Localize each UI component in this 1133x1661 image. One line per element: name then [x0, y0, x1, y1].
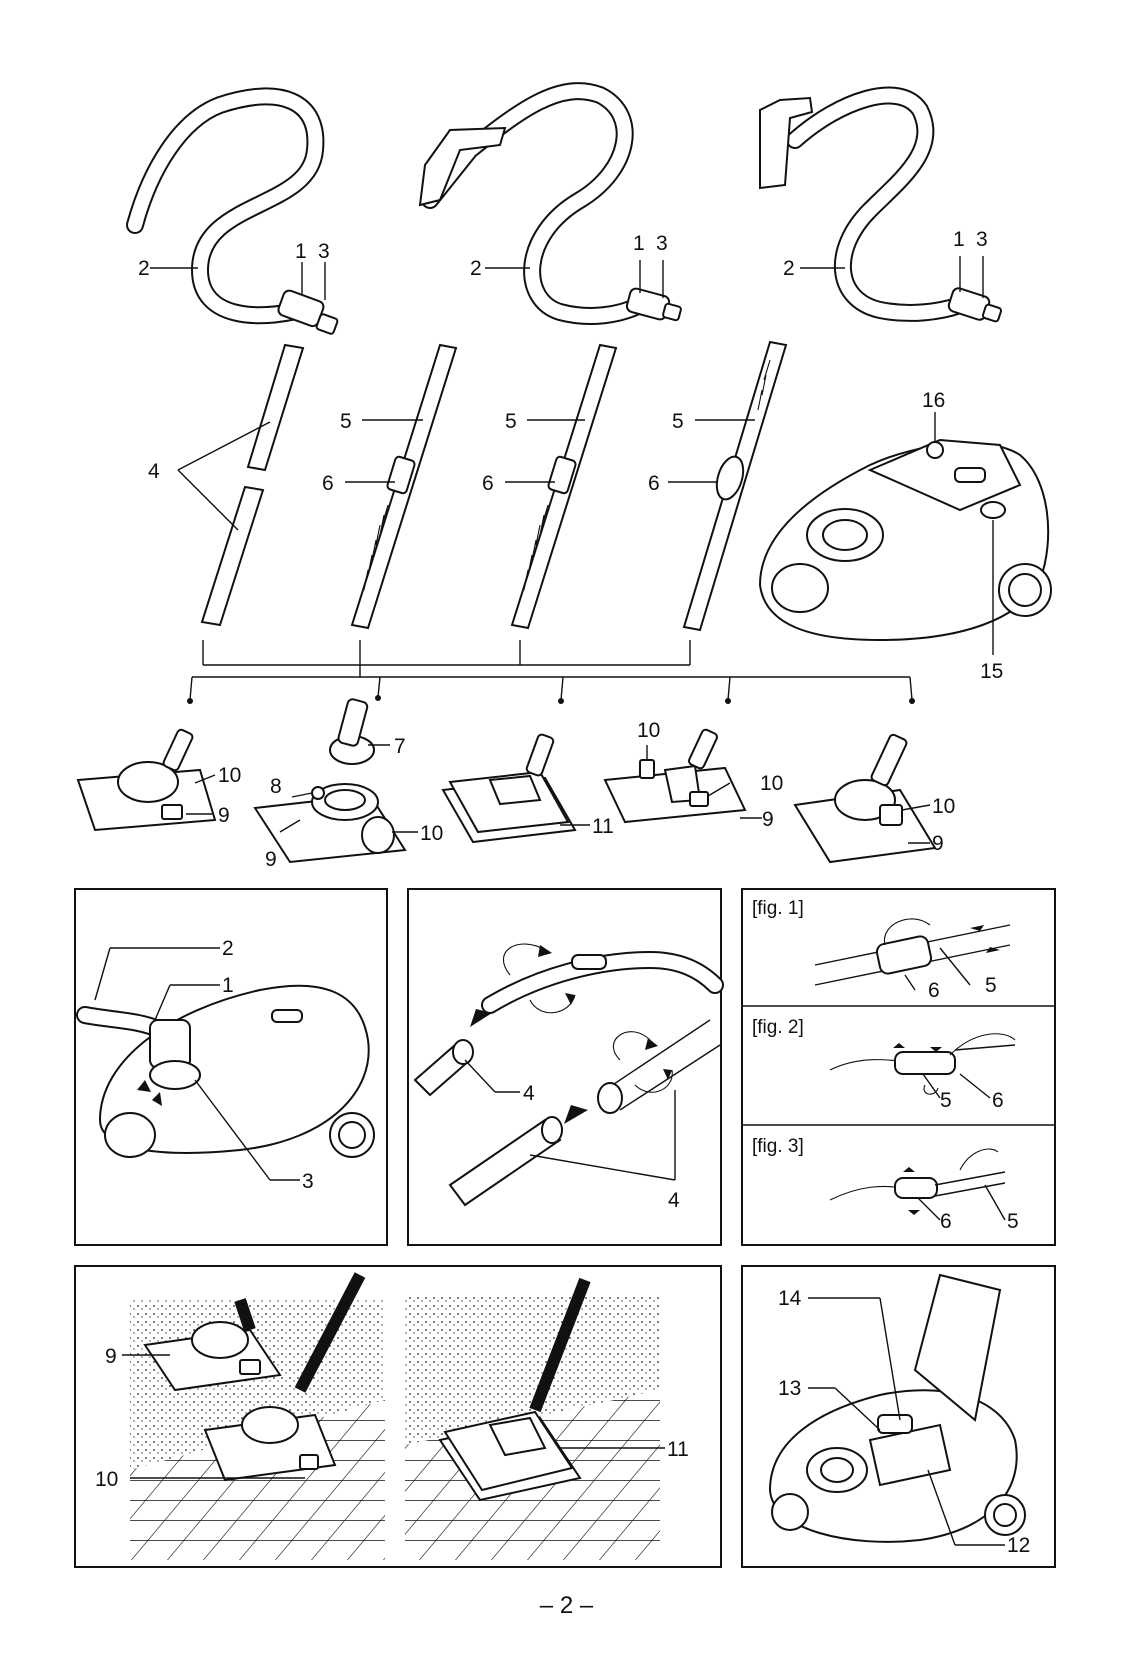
callout-1-hose-a: 1: [295, 240, 307, 263]
callout-11-panel-d: 11: [667, 1438, 689, 1461]
callout-6-fig-1: 6: [928, 979, 940, 1002]
callout-1-hose-c: 1: [953, 228, 965, 251]
callout-2-panel-a: 2: [222, 937, 234, 960]
fig-1-label: [fig. 1]: [752, 898, 804, 919]
callout-6-tube-3: 6: [648, 472, 660, 495]
fig-3-illustration: [830, 1149, 1005, 1220]
tube-telescopic-2: [505, 345, 616, 628]
callout-1-hose-b: 1: [633, 232, 645, 255]
callout-10-nozzle-2: 10: [420, 822, 443, 845]
callout-10-nozzle-1: 10: [218, 764, 241, 787]
callout-5-fig-1: 5: [985, 974, 997, 997]
callout-6-fig-3: 6: [940, 1210, 952, 1233]
fig-2-illustration: [830, 1034, 1015, 1098]
carpet-and-hard-floor-right: [405, 1280, 665, 1560]
callout-11-nozzle-3: 11: [592, 815, 614, 838]
floor-nozzle-4: [605, 728, 762, 822]
tube-to-nozzle-connectors: [187, 640, 915, 704]
callout-6-tube-2: 6: [482, 472, 494, 495]
callout-4-panel-b-upper: 4: [523, 1082, 535, 1105]
callout-8-nozzle-2: 8: [270, 775, 282, 798]
floor-nozzle-5: [795, 734, 935, 862]
callout-3-hose-b: 3: [656, 232, 668, 255]
tube-two-piece: [178, 345, 303, 625]
open-dust-compartment-illustration: [770, 1275, 1025, 1545]
page-number: – 2 –: [0, 1592, 1133, 1620]
hose-variant-2: [420, 91, 682, 321]
hose-variant-3: [760, 96, 1002, 323]
turbo-brush-nozzle-3: [443, 733, 590, 842]
callout-6-tube-1: 6: [322, 472, 334, 495]
callout-3-hose-c: 3: [976, 228, 988, 251]
callout-12-panel-e: 12: [1007, 1534, 1030, 1557]
callout-2-hose-b: 2: [470, 257, 482, 280]
hose-variant-1: [135, 96, 338, 334]
tube-telescopic-1: [345, 345, 456, 628]
callout-9-nozzle-5: 9: [932, 832, 944, 855]
callout-3-hose-a: 3: [318, 240, 330, 263]
callout-13-panel-e: 13: [778, 1377, 801, 1400]
callout-4-panel-b-lower: 4: [668, 1189, 680, 1212]
callout-10-nozzle-5: 10: [932, 795, 955, 818]
fig-2-label: [fig. 2]: [752, 1017, 804, 1038]
callout-14-panel-e: 14: [778, 1287, 802, 1310]
callout-2-hose-a: 2: [138, 257, 150, 280]
callout-15-body: 15: [980, 660, 1003, 683]
callout-9-nozzle-2: 9: [265, 848, 277, 871]
callout-10-nozzle-4: 10: [760, 772, 783, 795]
callout-5-tube-2: 5: [505, 410, 517, 433]
callout-16-body: 16: [922, 389, 945, 412]
callout-9-nozzle-1: 9: [218, 804, 230, 827]
floor-nozzle-1: [78, 728, 215, 830]
callout-5-tube-3: 5: [672, 410, 684, 433]
callout-3-panel-a: 3: [302, 1170, 314, 1193]
callout-9-panel-d: 9: [105, 1345, 117, 1368]
callout-5-tube-1: 5: [340, 410, 352, 433]
callout-5-fig-3: 5: [1007, 1210, 1019, 1233]
callout-9-nozzle-4: 9: [762, 808, 774, 831]
callout-1-panel-a: 1: [222, 974, 234, 997]
callout-2-hose-c: 2: [783, 257, 795, 280]
callout-5-fig-2: 5: [940, 1089, 952, 1112]
vacuum-cleaner-body: [760, 412, 1051, 655]
carpet-and-hard-floor-left: [122, 1275, 385, 1560]
callout-6-fig-2: 6: [992, 1089, 1004, 1112]
fig-3-label: [fig. 3]: [752, 1136, 804, 1157]
callout-4-tubes: 4: [148, 460, 160, 483]
fig-1-illustration: [815, 919, 1010, 990]
callout-7-nozzle-2: 7: [394, 735, 406, 758]
tube-assembly-illustration: [415, 944, 720, 1205]
callout-10-panel-d: 10: [95, 1468, 118, 1491]
callout-10-nozzle-4-top: 10: [637, 719, 660, 742]
